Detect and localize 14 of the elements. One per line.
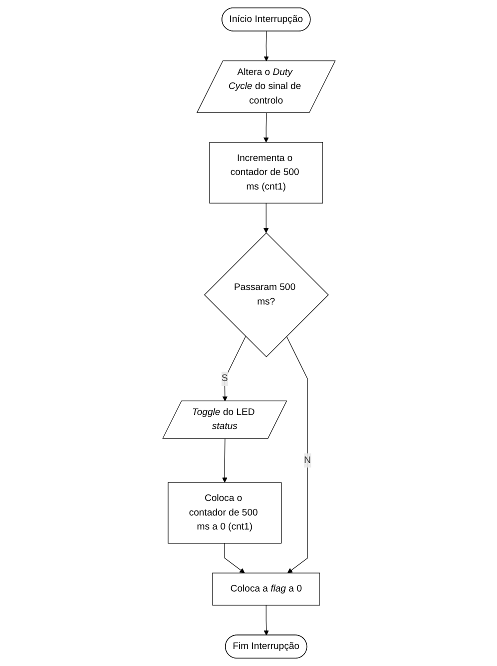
node-box: Coloca a flag a 0 (212, 572, 320, 606)
arrow (263, 202, 268, 234)
edge-label: N (304, 455, 310, 466)
arrow (263, 31, 268, 62)
arrow (224, 542, 244, 574)
arrow (222, 438, 227, 483)
node-diamond: Passaram 500 ms? (204, 232, 328, 358)
arrow (286, 336, 308, 574)
node-box: Coloca o contador de 500 ms a 0 (cnt1) (167, 482, 282, 544)
node-box: Incrementa o contador de 500 ms (cnt1) (208, 142, 322, 204)
edge-label: S (221, 374, 228, 384)
arrow (263, 604, 268, 636)
arrow (263, 112, 268, 143)
arrow (222, 336, 246, 402)
